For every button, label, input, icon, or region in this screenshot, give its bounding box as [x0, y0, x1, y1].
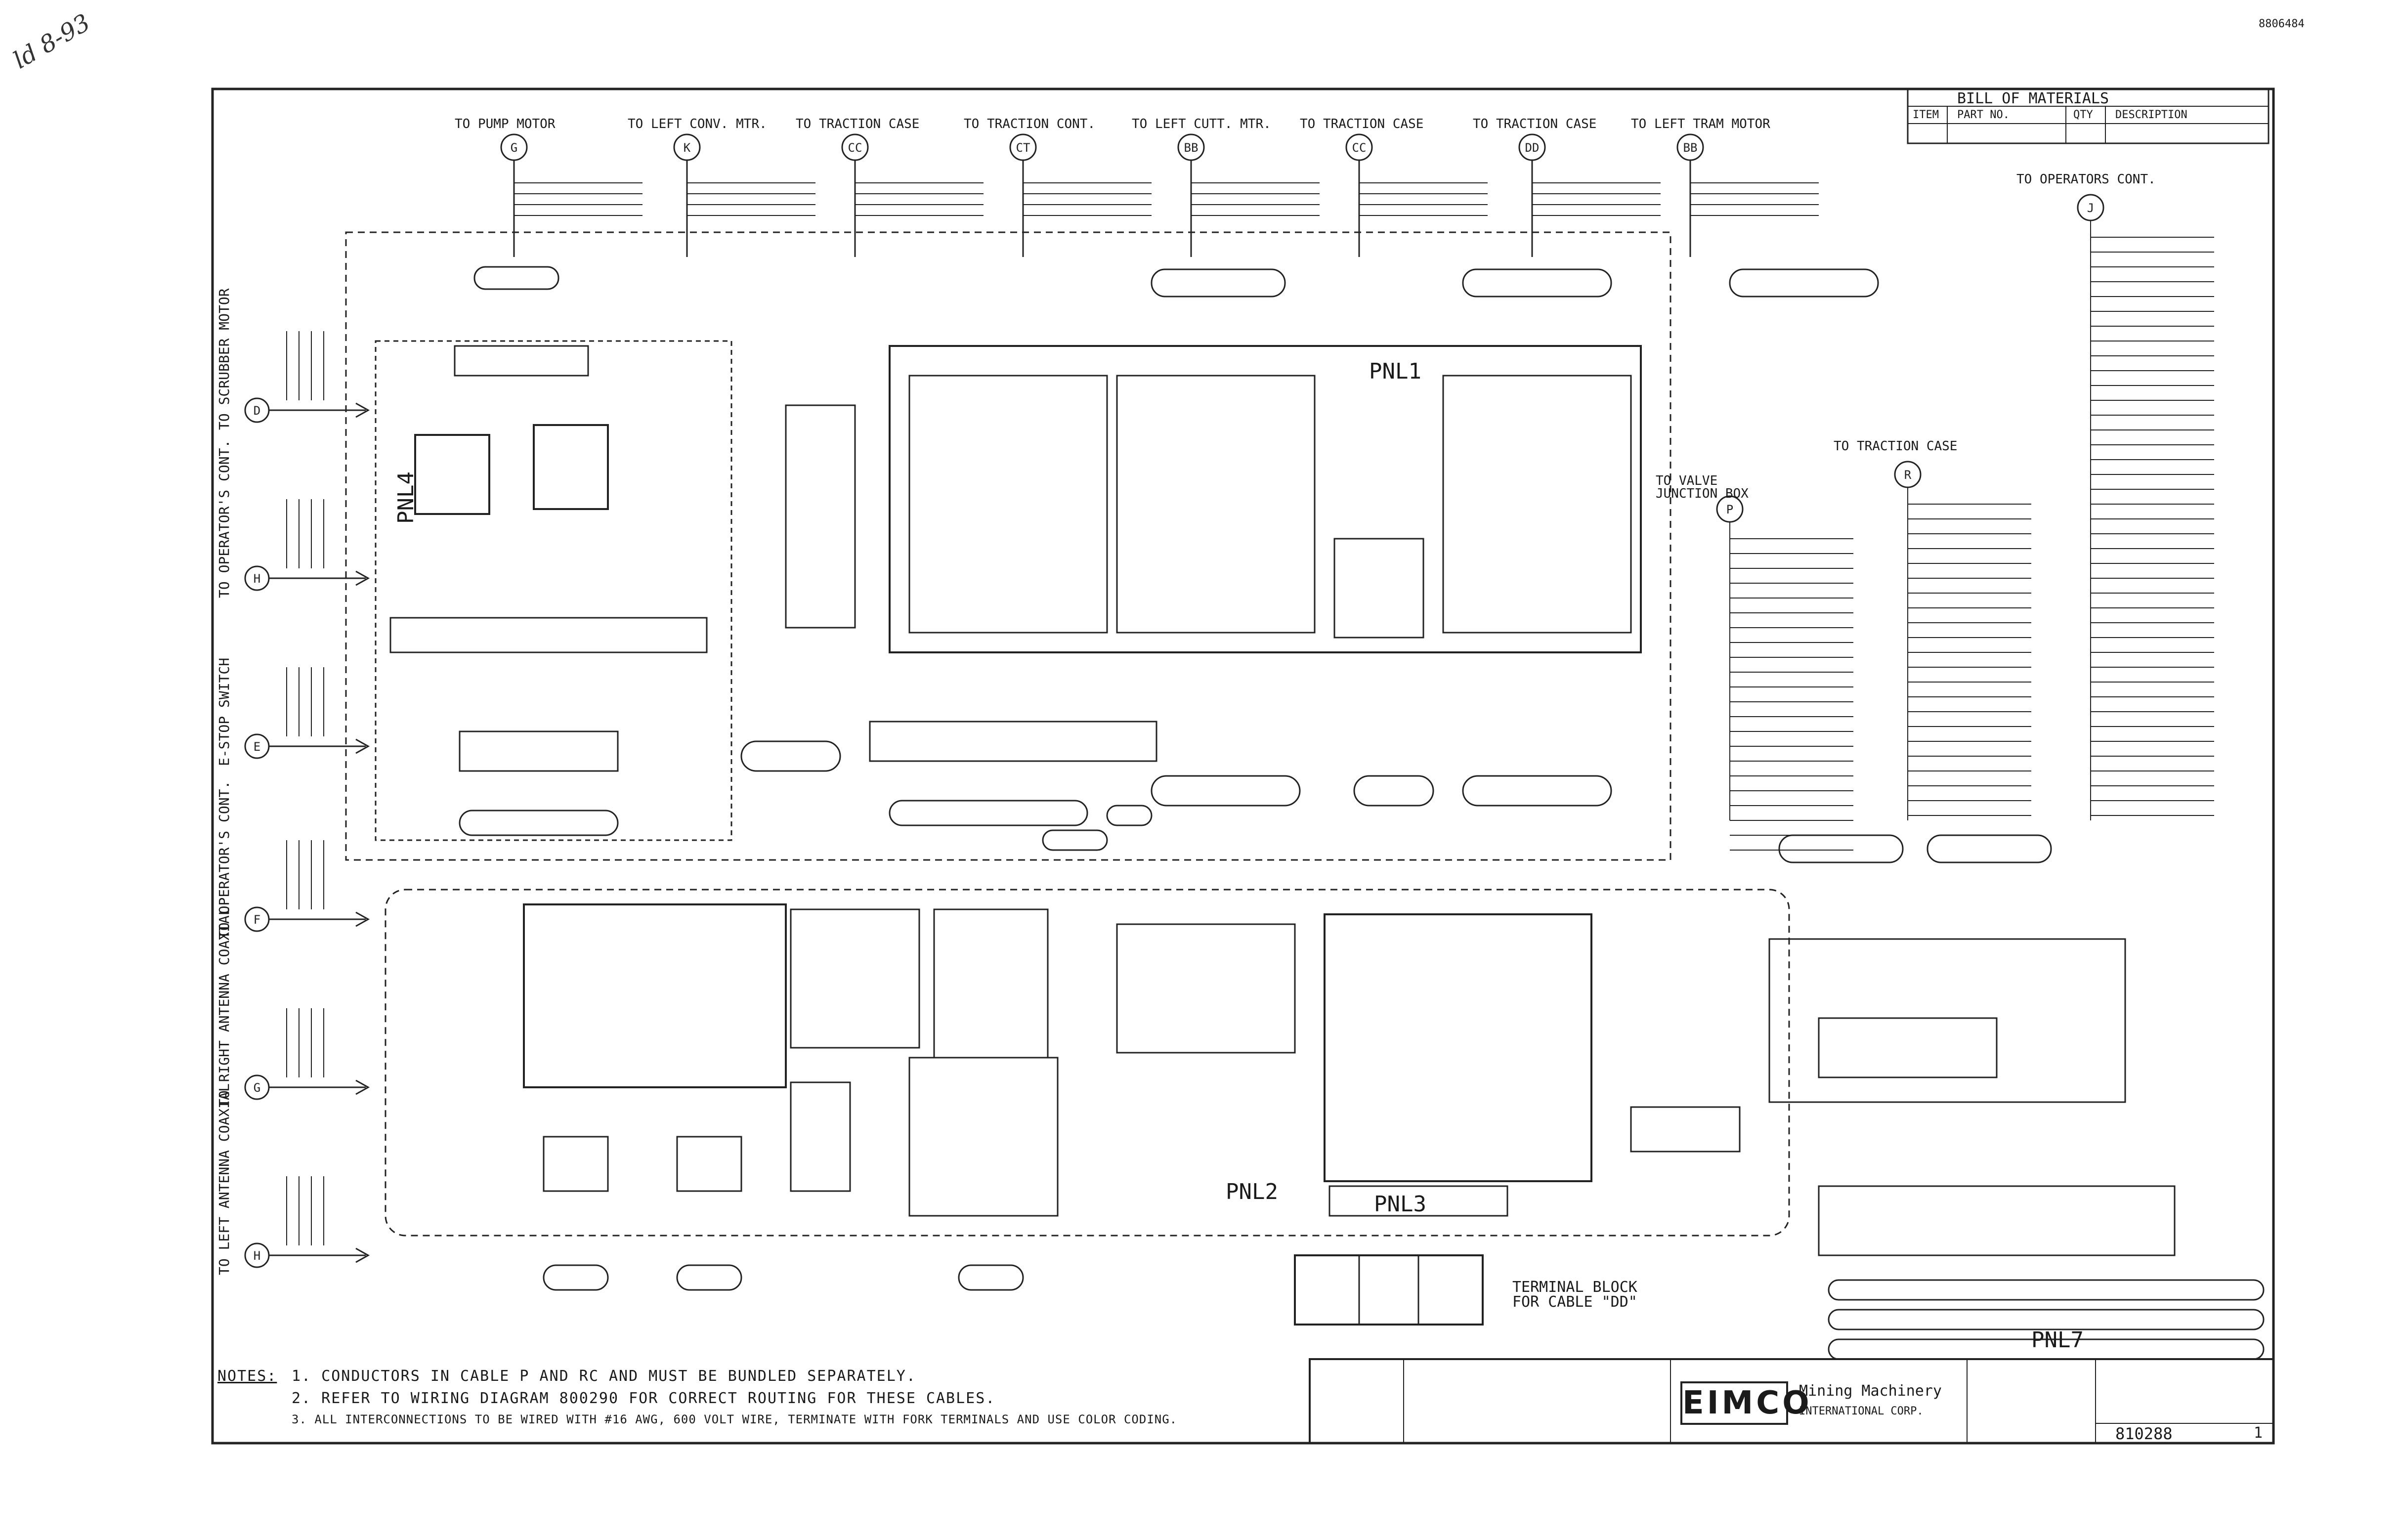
top-destination-label: TO LEFT TRAM MOTOR [1631, 117, 1770, 131]
top-cable-bubble-text: DD [1525, 141, 1540, 155]
document-reference-number: 8806484 [2259, 18, 2305, 30]
top-destination-label: TO TRACTION CASE [1300, 117, 1424, 131]
left-cable-bubble-text: E [254, 740, 260, 754]
right-destination-label: TO VALVE JUNCTION BOX [1656, 473, 1749, 501]
bom-header-item: ITEM [1913, 109, 1939, 121]
top-destination-label: TO LEFT CUTT. MTR. [1132, 117, 1271, 131]
top-cable-bubble-text: G [511, 141, 517, 155]
bom-header-part-no: PART NO. [1957, 109, 2010, 121]
left-destination-label: TO OPERATOR'S CONT. [216, 439, 232, 598]
right-cable-bubble-text: P [1726, 503, 1733, 516]
bom-title: BILL OF MATERIALS [1957, 90, 2109, 107]
left-cable-bubble-text: G [254, 1081, 260, 1095]
top-cable-bubble-text: CC [1352, 141, 1367, 155]
top-destination-label: TO TRACTION CASE [1473, 117, 1597, 131]
left-cable-bubble-text: F [254, 913, 260, 927]
top-destination-label: TO PUMP MOTOR [455, 117, 556, 131]
company-logo-text: EIMCO [1682, 1385, 1812, 1421]
drawing-number: 810288 [2115, 1424, 2173, 1443]
panel-label-pnl1: PNL1 [1369, 359, 1421, 384]
note-line-1: 1. CONDUCTORS IN CABLE P AND RC AND MUST… [292, 1368, 916, 1385]
title-block-subtitle-2: INTERNATIONAL CORP. [1799, 1405, 1924, 1417]
notes-label: NOTES: [217, 1368, 277, 1385]
note-line-2: 2. REFER TO WIRING DIAGRAM 800290 FOR CO… [292, 1390, 996, 1407]
left-cable-bubble-text: H [254, 1249, 260, 1263]
top-destination-label: TO LEFT CONV. MTR. [628, 117, 767, 131]
right-cable-bubble-text: R [1904, 468, 1912, 482]
note-line-3: 3. ALL INTERCONNECTIONS TO BE WIRED WITH… [292, 1412, 1178, 1426]
top-destination-label: TO TRACTION CASE [796, 117, 920, 131]
panel-label-pnl2: PNL2 [1226, 1179, 1278, 1204]
sheet-number: 1 [2254, 1424, 2263, 1442]
right-cable-bubble-text: J [2087, 201, 2094, 215]
top-destination-label: TO TRACTION CONT. [964, 117, 1096, 131]
left-destination-label: TO RIGHT ANTENNA COAXIAL [216, 907, 232, 1107]
terminal-block-note: TERMINAL BLOCK FOR CABLE "DD" [1512, 1279, 1637, 1311]
left-cable-bubble-text: H [254, 572, 260, 586]
top-cable-bubble-text: CC [848, 141, 862, 155]
top-cable-bubble-text: K [684, 141, 691, 155]
panel-label-pnl7: PNL7 [2031, 1327, 2084, 1353]
left-destination-label: TO LEFT ANTENNA COAXIAL [216, 1083, 232, 1275]
bom-header-description: DESCRIPTION [2115, 109, 2187, 121]
title-block-subtitle: Mining Machinery [1799, 1382, 1942, 1400]
panel-label-pnl4: PNL4 [393, 471, 419, 524]
left-cable-bubble-text: D [254, 404, 260, 418]
left-destination-label: E-STOP SWITCH [216, 657, 232, 766]
top-cable-bubble-text: BB [1184, 141, 1199, 155]
top-cable-bubble-text: BB [1683, 141, 1698, 155]
top-cable-bubble-text: CT [1016, 141, 1030, 155]
bom-header-qty: QTY [2073, 109, 2093, 121]
right-destination-label: TO OPERATORS CONT. [2016, 172, 2156, 187]
right-destination-label: TO TRACTION CASE [1834, 439, 1958, 454]
left-destination-label: TO SCRUBBER MOTOR [216, 288, 232, 430]
company-logo: EIMCO [1680, 1381, 1809, 1425]
panel-label-pnl3: PNL3 [1374, 1192, 1426, 1217]
